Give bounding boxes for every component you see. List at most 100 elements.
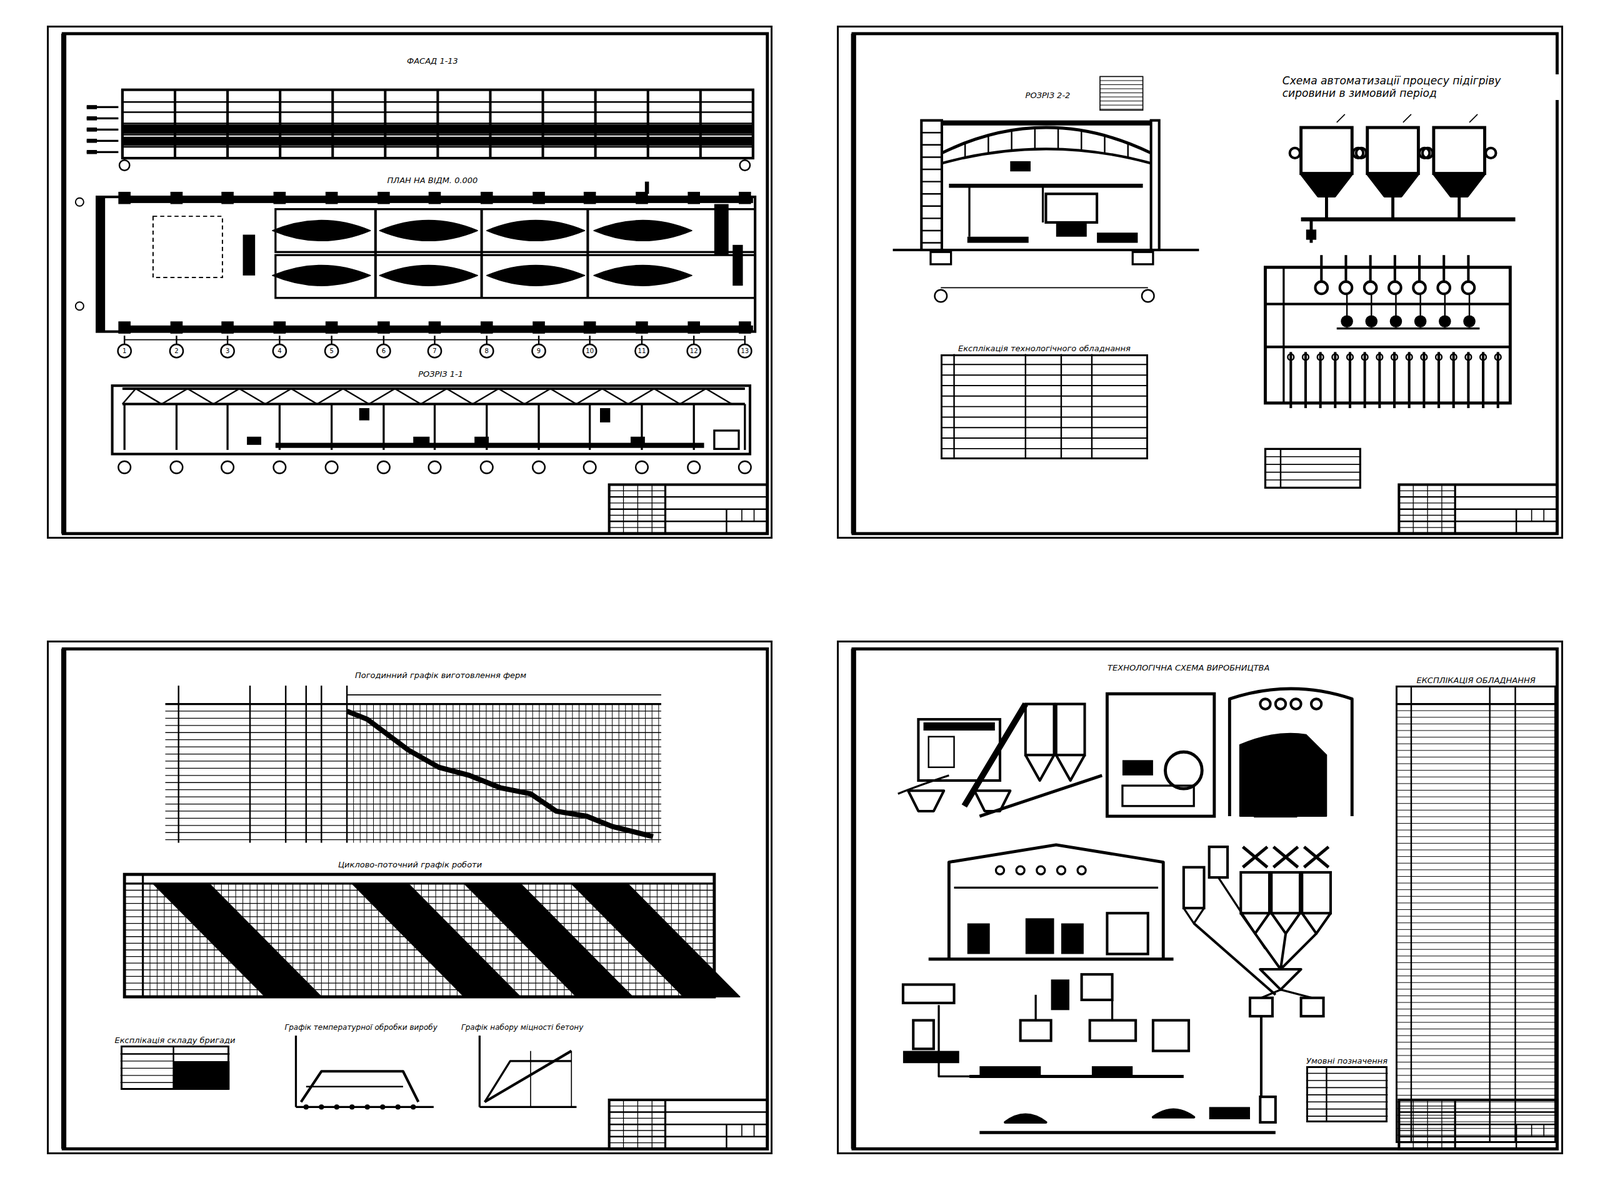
drawing-line xyxy=(173,90,177,159)
drawing-line xyxy=(1391,195,1395,220)
drawing-line xyxy=(1395,902,1556,904)
drawing-line xyxy=(165,789,661,790)
filled-block xyxy=(714,204,729,256)
drawing-line xyxy=(609,496,666,497)
table-heading: Експлікація технологічного обладнання xyxy=(956,343,1133,354)
drawing-line xyxy=(1369,255,1372,282)
drawing-circle xyxy=(1495,354,1502,361)
drawing-circle xyxy=(1463,315,1475,327)
drawing-line xyxy=(921,168,942,170)
drawing-rect xyxy=(1301,872,1331,914)
drawing-line xyxy=(578,704,580,844)
drawing-circle xyxy=(740,160,750,170)
drawing-line xyxy=(1320,255,1323,282)
drawing-rect xyxy=(1209,846,1228,878)
drawing-line xyxy=(1398,515,1455,516)
filled-block xyxy=(532,191,545,205)
filled-block xyxy=(532,321,545,334)
drawing-line xyxy=(1395,962,1556,964)
drawing-path xyxy=(908,790,944,812)
drawing-line xyxy=(1306,1108,1389,1110)
drawing-circle xyxy=(118,344,132,358)
filled-block xyxy=(118,321,131,334)
drawing-rect xyxy=(1100,76,1144,110)
drawing-path xyxy=(1005,1115,1046,1123)
drawing-circle xyxy=(1287,354,1294,361)
drawing-line xyxy=(1395,969,1556,970)
drawing-circle xyxy=(75,301,84,310)
drawing-line xyxy=(609,1123,768,1125)
drawing-line xyxy=(346,685,348,843)
drawing-line xyxy=(1395,810,1556,811)
drawing-line xyxy=(693,335,695,344)
drawing-circle xyxy=(221,461,234,474)
drawing-circle xyxy=(1391,354,1398,361)
drawing-rect xyxy=(112,385,750,454)
drawing-path xyxy=(485,1051,572,1103)
drawing-circle xyxy=(304,1105,309,1110)
drawing-path xyxy=(153,883,322,997)
drawing-circle xyxy=(1450,354,1457,361)
drawing-circle xyxy=(480,344,494,358)
drawing-line xyxy=(1395,1035,1556,1037)
drawing-line xyxy=(1410,685,1412,1143)
drawing-line xyxy=(1395,988,1556,990)
filled-block xyxy=(86,150,97,155)
drawing-line xyxy=(921,241,942,244)
drawing-line xyxy=(1306,1115,1389,1117)
drawing-line xyxy=(295,1035,297,1107)
filled-block xyxy=(428,191,442,205)
drawing-line xyxy=(954,886,1159,889)
drawing-rect xyxy=(714,430,739,449)
drawing-line xyxy=(446,704,447,844)
drawing-line xyxy=(921,217,942,219)
drawing-line xyxy=(641,335,643,344)
drawing-line xyxy=(1395,896,1556,897)
drawing-line xyxy=(964,143,966,158)
drawing-path xyxy=(1183,908,1205,924)
sheet-heading: РОЗРІЗ 1-1 xyxy=(416,369,465,380)
drawing-line xyxy=(964,704,1026,807)
drawing-line xyxy=(1395,710,1556,712)
filled-block xyxy=(273,321,287,334)
filled-block xyxy=(1209,1106,1250,1120)
drawing-line xyxy=(609,1142,666,1144)
drawing-line xyxy=(165,739,661,740)
drawing-line xyxy=(594,90,597,159)
drawing-circle xyxy=(1356,148,1367,159)
drawing-line xyxy=(1346,293,1348,317)
drawing-circle xyxy=(738,344,752,358)
drawing-line xyxy=(1395,1128,1556,1129)
filled-block xyxy=(86,138,97,144)
drawing-line xyxy=(124,963,715,964)
drawing-line xyxy=(320,685,322,843)
table-heading: ЕКСПЛІКАЦІЯ ОБЛАДНАННЯ xyxy=(1414,675,1537,686)
drawing-line xyxy=(1260,1016,1263,1097)
drawing-line xyxy=(545,704,547,844)
drawing-line xyxy=(921,230,942,232)
drawing-line xyxy=(226,90,229,159)
drawing-line xyxy=(1395,1081,1556,1083)
drawing-circle xyxy=(1141,290,1155,303)
drawing-line xyxy=(1265,345,1510,349)
drawing-line xyxy=(419,704,420,844)
drawing-line xyxy=(921,131,942,134)
drawing-line xyxy=(175,404,178,450)
drawing-line xyxy=(349,883,350,997)
drawing-line xyxy=(1398,1136,1557,1138)
drawing-line xyxy=(1100,84,1144,85)
drawing-line xyxy=(1395,1048,1556,1050)
drawing-line xyxy=(346,694,662,696)
drawing-circle xyxy=(1465,354,1472,361)
drawing-line xyxy=(1466,255,1470,282)
drawing-path xyxy=(306,1086,404,1088)
drawing-line xyxy=(505,704,507,844)
drawing-circle xyxy=(687,461,700,474)
drawing-line xyxy=(1398,1136,1455,1137)
axis-number: 4 xyxy=(277,348,282,355)
drawing-line xyxy=(609,1111,768,1113)
filled-block xyxy=(635,321,649,334)
drawing-line xyxy=(541,90,545,159)
axis-number: 5 xyxy=(329,348,334,355)
drawing-circle xyxy=(738,461,752,474)
